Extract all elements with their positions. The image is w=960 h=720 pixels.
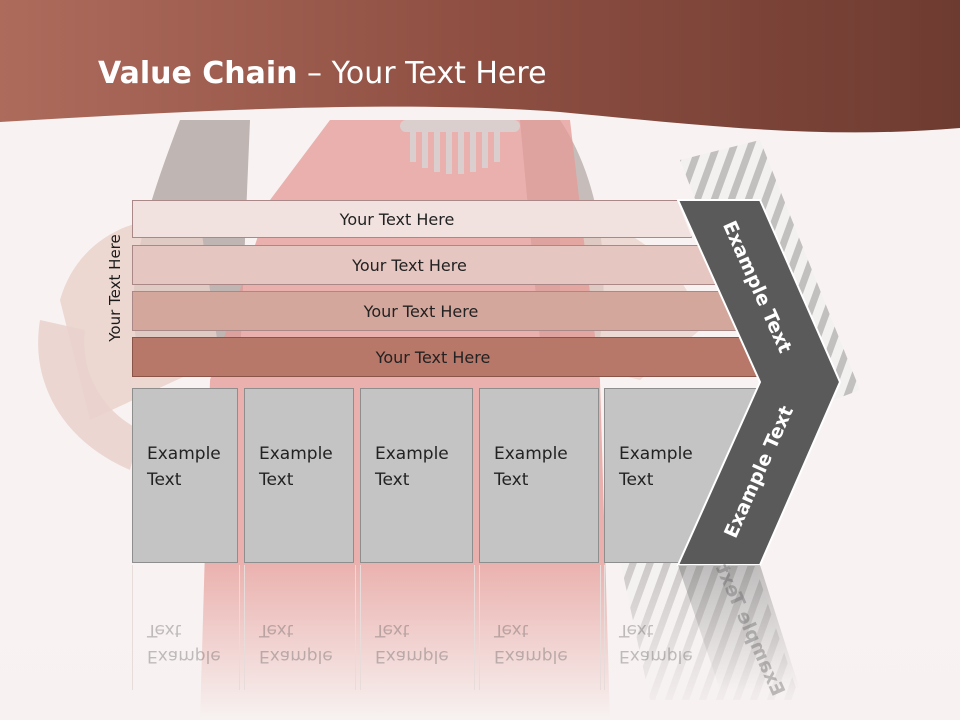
reflection-3-line2: Text bbox=[375, 620, 410, 640]
support-bar-3-label: Your Text Here bbox=[363, 301, 479, 321]
support-bar-1: Your Text Here bbox=[132, 200, 692, 238]
support-bar-1-label: Your Text Here bbox=[339, 209, 455, 229]
side-vertical-label: Your Text Here bbox=[106, 234, 124, 342]
reflection-5: Example Text bbox=[604, 565, 715, 690]
reflection-1: Example Text bbox=[132, 565, 240, 690]
support-bar-2: Your Text Here bbox=[132, 245, 717, 285]
reflection-5-line1: Example bbox=[619, 646, 693, 666]
reflection-5-line2: Text bbox=[619, 620, 654, 640]
activity-cell-5-line2: Text bbox=[619, 470, 654, 490]
support-bar-4-label: Your Text Here bbox=[375, 347, 491, 367]
activity-cell-2-line1: Example bbox=[259, 444, 333, 464]
reflection-3-line1: Example bbox=[375, 646, 449, 666]
activity-cell-4-line1: Example bbox=[494, 444, 568, 464]
reflection-3: Example Text bbox=[360, 565, 475, 690]
reflection-4: Example Text bbox=[479, 565, 601, 690]
reflection-2-line1: Example bbox=[259, 646, 333, 666]
activity-cell-5-line1: Example bbox=[619, 444, 693, 464]
support-bar-3: Your Text Here bbox=[132, 291, 740, 331]
support-bar-2-label: Your Text Here bbox=[352, 255, 467, 275]
support-bar-4: Your Text Here bbox=[132, 337, 764, 377]
reflection-4-line1: Example bbox=[494, 646, 568, 666]
reflection-1-line2: Text bbox=[147, 620, 182, 640]
page-title: Value Chain – Your Text Here bbox=[98, 56, 547, 91]
title-subtitle: – Your Text Here bbox=[297, 56, 547, 91]
activity-cell-3-line1: Example bbox=[375, 444, 449, 464]
activity-cell-1-line2: Text bbox=[147, 470, 182, 490]
title-main: Value Chain bbox=[98, 56, 298, 91]
reflection-2-line2: Text bbox=[259, 620, 294, 640]
activity-cell-2-line2: Text bbox=[259, 470, 294, 490]
reflection-4-line2: Text bbox=[494, 620, 529, 640]
activity-cell-1-line1: Example bbox=[147, 444, 221, 464]
reflection-1-line1: Example bbox=[147, 646, 221, 666]
activity-cell-3-line2: Text bbox=[375, 470, 410, 490]
reflection-2: Example Text bbox=[244, 565, 356, 690]
activity-cell-4-line2: Text bbox=[494, 470, 529, 490]
